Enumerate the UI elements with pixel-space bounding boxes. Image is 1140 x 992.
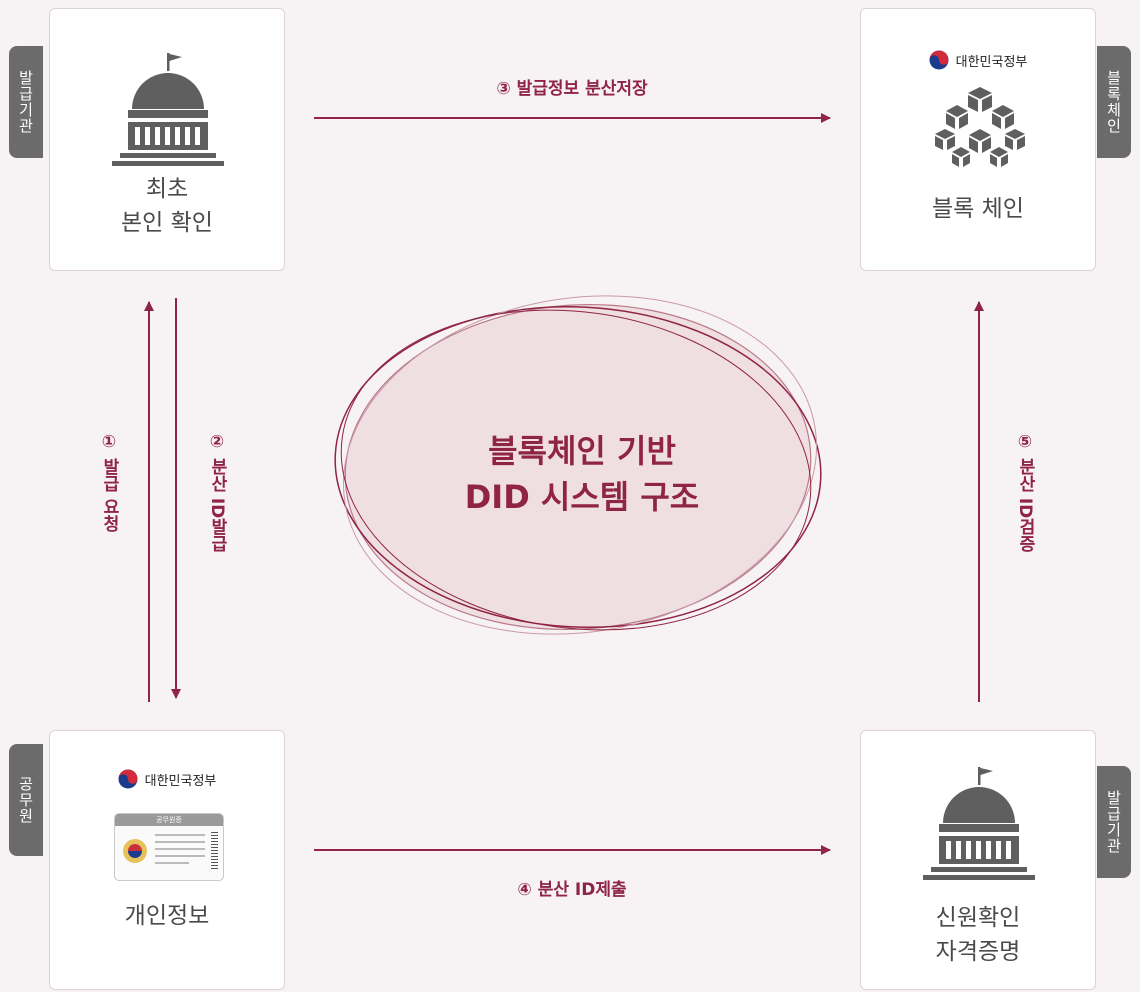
step-5-label: ⑤ 분산 ID검증: [1015, 432, 1035, 553]
gov-logo: 대한민국정부: [861, 50, 1095, 70]
center-title: 블록체인 기반 DID 시스템 구조: [464, 432, 700, 516]
central-ellipse: [334, 295, 822, 635]
tab-bottom-right: 발급기관: [1097, 766, 1131, 878]
tab-top-right: 블록체인: [1097, 46, 1131, 158]
government-building-icon: [112, 53, 224, 166]
emblem-icon: [123, 839, 147, 863]
id-card-lines: [155, 834, 205, 864]
tab-bottom-left: 공무원: [9, 744, 43, 856]
tab-top-left: 발급기관: [9, 46, 43, 158]
node-bottom-right: 신원확인 자격증명: [860, 730, 1096, 990]
taegeuk-icon: [929, 50, 949, 70]
node-bottom-left-label: 개인정보: [124, 903, 210, 929]
blockchain-cubes-icon: [935, 87, 1025, 167]
step-4-label: ④ 분산 ID제출: [517, 880, 627, 900]
node-bottom-left: 대한민국정부 공무원증 개인정보: [49, 730, 285, 990]
step-1-label: ① 발급 요청: [99, 432, 119, 532]
step-3-label: ③ 발급정보 분산저장: [496, 79, 648, 99]
gov-logo: 대한민국정부: [50, 769, 284, 789]
node-bottom-right-label: 신원확인 자격증명: [935, 905, 1021, 965]
node-top-left-label: 최초 본인 확인: [121, 176, 213, 236]
gov-logo-text: 대한민국정부: [955, 54, 1028, 70]
id-card-title: 공무원증: [115, 814, 223, 826]
barcode-icon: [211, 832, 218, 870]
node-top-right: 대한민국정부 블록 체인: [860, 8, 1096, 271]
government-building-icon: [923, 767, 1035, 880]
taegeuk-icon: [118, 769, 138, 789]
step-2-label: ② 분산 ID발급: [207, 432, 227, 553]
gov-logo-text: 대한민국정부: [144, 773, 217, 789]
id-card-icon: 공무원증: [114, 813, 224, 881]
node-top-right-label: 블록 체인: [932, 196, 1024, 222]
node-top-left: 최초 본인 확인: [49, 8, 285, 271]
